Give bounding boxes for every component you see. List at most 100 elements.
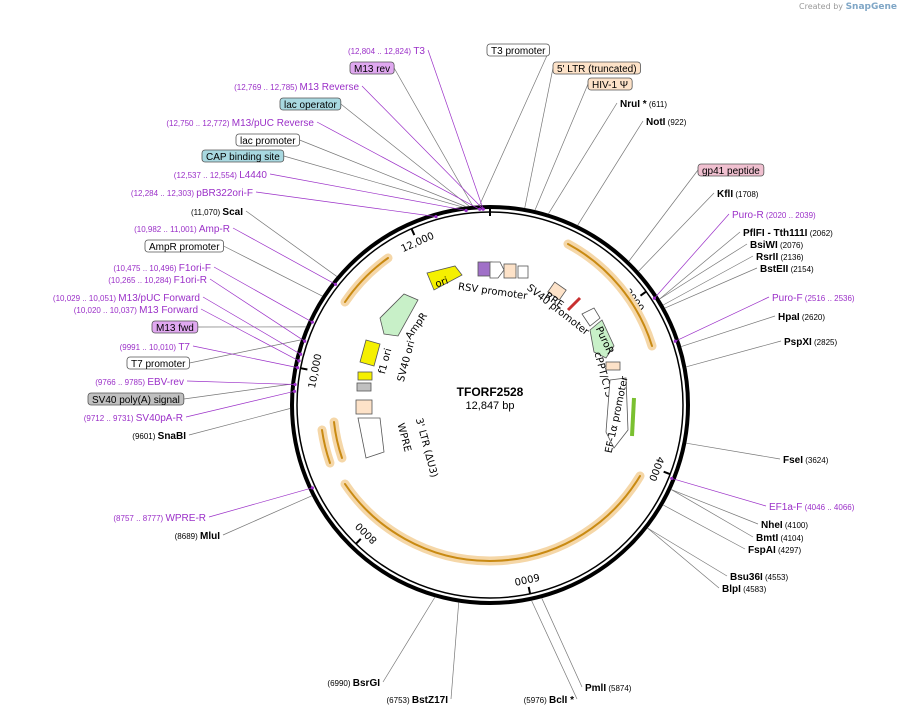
restriction-site-label[interactable]: PmlI (5874)	[585, 683, 632, 694]
leader-line	[316, 121, 480, 210]
feature-box	[235, 133, 300, 147]
f1ori-feature	[359, 339, 381, 367]
feature-label[interactable]: T3 promoter	[486, 43, 550, 57]
leader-line	[548, 102, 618, 214]
feature-label[interactable]: AmpR promoter	[144, 239, 224, 253]
site-position: (11,070)	[191, 208, 222, 217]
restriction-site-label[interactable]: PflFI - Tth111I (2062)	[743, 228, 833, 239]
psi-feature	[517, 265, 529, 279]
primer-label[interactable]: EF1a-F (4046 .. 4066)	[769, 502, 855, 513]
primer-label[interactable]: (12,769 .. 12,785) M13 Reverse	[234, 82, 359, 93]
primer-label[interactable]: (10,020 .. 10,037) M13 Forward	[74, 305, 198, 316]
primer-label[interactable]: (8757 .. 8777) WPRE-R	[113, 513, 206, 524]
svg-text:(9991 .. 10,010) T7: (9991 .. 10,010) T7	[120, 342, 191, 353]
svg-text:KflI (1708): KflI (1708)	[717, 189, 759, 200]
leader-line	[541, 598, 583, 688]
leader-line	[654, 213, 730, 299]
feature-label[interactable]: 5' LTR (truncated)	[552, 61, 641, 75]
site-position: (2825)	[812, 338, 838, 347]
primer-range: (8757 .. 8777)	[113, 514, 165, 523]
restriction-site-label[interactable]: BsiWI (2076)	[750, 240, 803, 251]
feature-name: M13 fwd	[156, 323, 194, 334]
site-position: (922)	[665, 118, 686, 127]
svg-text:FspAI (4297): FspAI (4297)	[748, 545, 801, 556]
feature-label[interactable]: T7 promoter	[126, 356, 190, 370]
restriction-site-label[interactable]: FspAI (4297)	[748, 545, 801, 556]
primer-name: EBV-rev	[147, 377, 184, 388]
feature-label[interactable]: SV40 poly(A) signal	[87, 392, 185, 406]
sv40pa-feature	[356, 382, 372, 392]
restriction-site-label[interactable]: NheI (4100)	[761, 520, 808, 531]
primer-label[interactable]: (12,804 .. 12,824) T3	[348, 46, 425, 57]
primer-label[interactable]: (10,265 .. 10,284) F1ori-R	[108, 275, 207, 286]
leader-line	[664, 267, 758, 309]
restriction-site-label[interactable]: (11,070) ScaI	[191, 207, 243, 218]
primer-label[interactable]: Puro-F (2516 .. 2536)	[772, 293, 855, 304]
restriction-site-label[interactable]: FseI (3624)	[783, 455, 829, 466]
primer-label[interactable]: (12,537 .. 12,554) L4440	[174, 170, 268, 181]
feature-label[interactable]: lac operator	[279, 97, 342, 111]
feature-label[interactable]: lac promoter	[235, 133, 300, 147]
leader-line	[192, 345, 298, 368]
restriction-site-label[interactable]: PspXI (2825)	[784, 337, 837, 348]
ori-label: ori	[434, 275, 450, 290]
restriction-site-label[interactable]: NruI * (611)	[620, 99, 667, 110]
leader-line	[647, 527, 728, 577]
feature-name: M13 rev	[354, 64, 390, 75]
primer-label[interactable]: (10,029 .. 10,051) M13/pUC Forward	[53, 293, 200, 304]
primer-label[interactable]: Puro-R (2020 .. 2039)	[732, 210, 816, 221]
svg-text:(5976) BclI *: (5976) BclI *	[524, 695, 574, 706]
restriction-site-label[interactable]: KflI (1708)	[717, 189, 759, 200]
feature-box	[486, 43, 550, 57]
feature-box	[201, 149, 285, 163]
site-name: PspXI	[784, 337, 812, 348]
leader-line	[202, 296, 301, 355]
primer-marker	[478, 207, 482, 211]
feature-name: HIV-1 Ψ	[592, 80, 628, 91]
site-position: (4583)	[741, 585, 767, 594]
restriction-site-label[interactable]: RsrII (2136)	[756, 252, 804, 263]
rsv-label: RSV promoter	[457, 282, 528, 303]
restriction-site-label[interactable]: Bsu36I (4553)	[730, 572, 788, 583]
primer-label[interactable]: (9766 .. 9785) EBV-rev	[95, 377, 184, 388]
site-position: (611)	[647, 100, 668, 109]
site-position: (4553)	[763, 573, 789, 582]
site-name: HpaI	[778, 312, 800, 323]
restriction-site-label[interactable]: (6990) BsrGI	[327, 678, 380, 689]
feature-label[interactable]: CAP binding site	[201, 149, 285, 163]
restriction-site-label[interactable]: NotI (922)	[646, 117, 687, 128]
primer-name: Puro-F	[772, 293, 803, 304]
leader-line	[232, 227, 336, 285]
svg-text:BmtI (4104): BmtI (4104)	[756, 533, 804, 544]
feature-name: gp41 peptide	[702, 166, 760, 177]
primer-range: (2020 .. 2039)	[764, 211, 816, 220]
primer-label[interactable]: (12,284 .. 12,303) pBR322ori-F	[131, 188, 253, 199]
site-name: FspAI	[748, 545, 776, 556]
restriction-site-label[interactable]: (6753) BstZ17I	[387, 695, 449, 706]
site-name: Bsu36I	[730, 572, 763, 583]
primer-name: M13/pUC Reverse	[232, 118, 315, 129]
restriction-site-label[interactable]: (8689) MluI	[175, 531, 221, 542]
feature-label[interactable]: HIV-1 Ψ	[587, 77, 633, 91]
plasmid-name: TFORF2528	[457, 385, 524, 399]
feature-label[interactable]: gp41 peptide	[697, 163, 765, 177]
restriction-site-label[interactable]: BmtI (4104)	[756, 533, 804, 544]
restriction-site-label[interactable]: BstEII (2154)	[760, 264, 814, 275]
primer-label[interactable]: (10,982 .. 11,001) Amp-R	[134, 224, 230, 235]
leader-line	[534, 83, 589, 211]
restriction-site-label[interactable]: (9601) SnaBI	[132, 431, 186, 442]
site-position: (2136)	[778, 253, 804, 262]
feature-label[interactable]: M13 fwd	[151, 320, 199, 334]
primer-label[interactable]: (9712 .. 9731) SV40pA-R	[84, 413, 183, 424]
primer-label[interactable]: (9991 .. 10,010) T7	[120, 342, 191, 353]
primer-label[interactable]: (10,475 .. 10,496) F1ori-F	[113, 263, 211, 274]
primer-label[interactable]: (12,750 .. 12,772) M13/pUC Reverse	[166, 118, 314, 129]
restriction-site-label[interactable]: HpaI (2620)	[778, 312, 825, 323]
svg-text:(12,804 .. 12,824) T3: (12,804 .. 12,824) T3	[348, 46, 425, 57]
restriction-site-label[interactable]: BlpI (4583)	[722, 584, 767, 595]
restriction-site-label[interactable]: (5976) BclI *	[524, 695, 574, 706]
feature-label[interactable]: M13 rev	[349, 61, 395, 75]
leader-line	[208, 487, 313, 518]
feature-name: T7 promoter	[131, 359, 186, 370]
